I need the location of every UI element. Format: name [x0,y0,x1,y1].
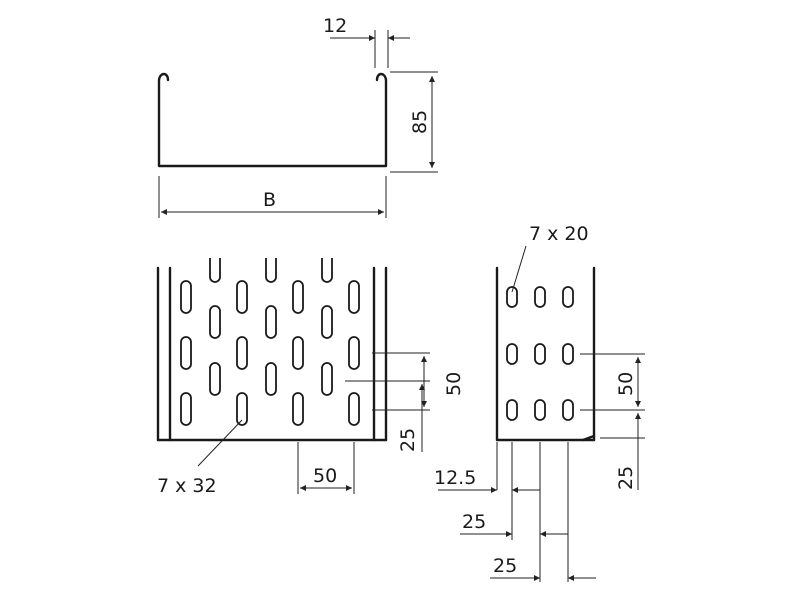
base-slot [209,362,221,396]
side-slot [506,343,518,365]
dim-side-edge-label: 25 [615,466,637,490]
cross-section-view: 12 85 B [157,15,438,218]
base-slot-leader [197,419,243,467]
base-slot [209,305,221,339]
side-slot [506,286,518,308]
base-slot-open [321,258,333,283]
tray-profile [157,72,388,168]
side-slot [562,399,574,421]
base-slot-open [265,258,277,283]
side-slot [562,343,574,365]
side-slot-leader [511,245,527,293]
side-slot [534,343,546,365]
base-slot [321,305,333,339]
side-slot [506,399,518,421]
side-slot [534,286,546,308]
base-slot [180,392,192,426]
base-slot [348,336,360,370]
side-view: 7 x 20 50 25 12.5 25 25 [434,223,645,582]
base-slot-open [209,258,221,283]
dim-width-label: B [263,189,276,211]
base-slot [265,305,277,339]
base-view: 7 x 32 50 50 25 [156,258,465,497]
dim-side-pitch-label: 50 [615,372,637,396]
base-slot [292,392,304,426]
dim-side-offset-label: 12.5 [434,467,476,489]
dim-base-edge-label: 25 [397,428,419,452]
side-slot [562,286,574,308]
dim-lip-label: 12 [323,15,347,37]
base-slot-label: 7 x 32 [157,475,217,497]
base-slot [180,336,192,370]
dim-height-label: 85 [409,110,431,134]
base-slot [321,362,333,396]
base-slot [348,392,360,426]
base-slot [348,280,360,314]
dim-base-pitch-label: 50 [443,372,465,396]
side-slot-label: 7 x 20 [529,223,589,245]
side-slot [534,399,546,421]
base-slot [292,280,304,314]
base-slot [236,280,248,314]
dim-side-spacing-2-label: 25 [493,555,517,577]
side-inner-right [581,434,596,442]
base-slot [236,336,248,370]
dim-side-spacing-1-label: 25 [462,511,486,533]
base-slot [292,336,304,370]
base-slot [180,280,192,314]
base-slot [265,362,277,396]
dim-base-spacing-label: 50 [313,465,337,487]
base-slot [236,392,248,426]
